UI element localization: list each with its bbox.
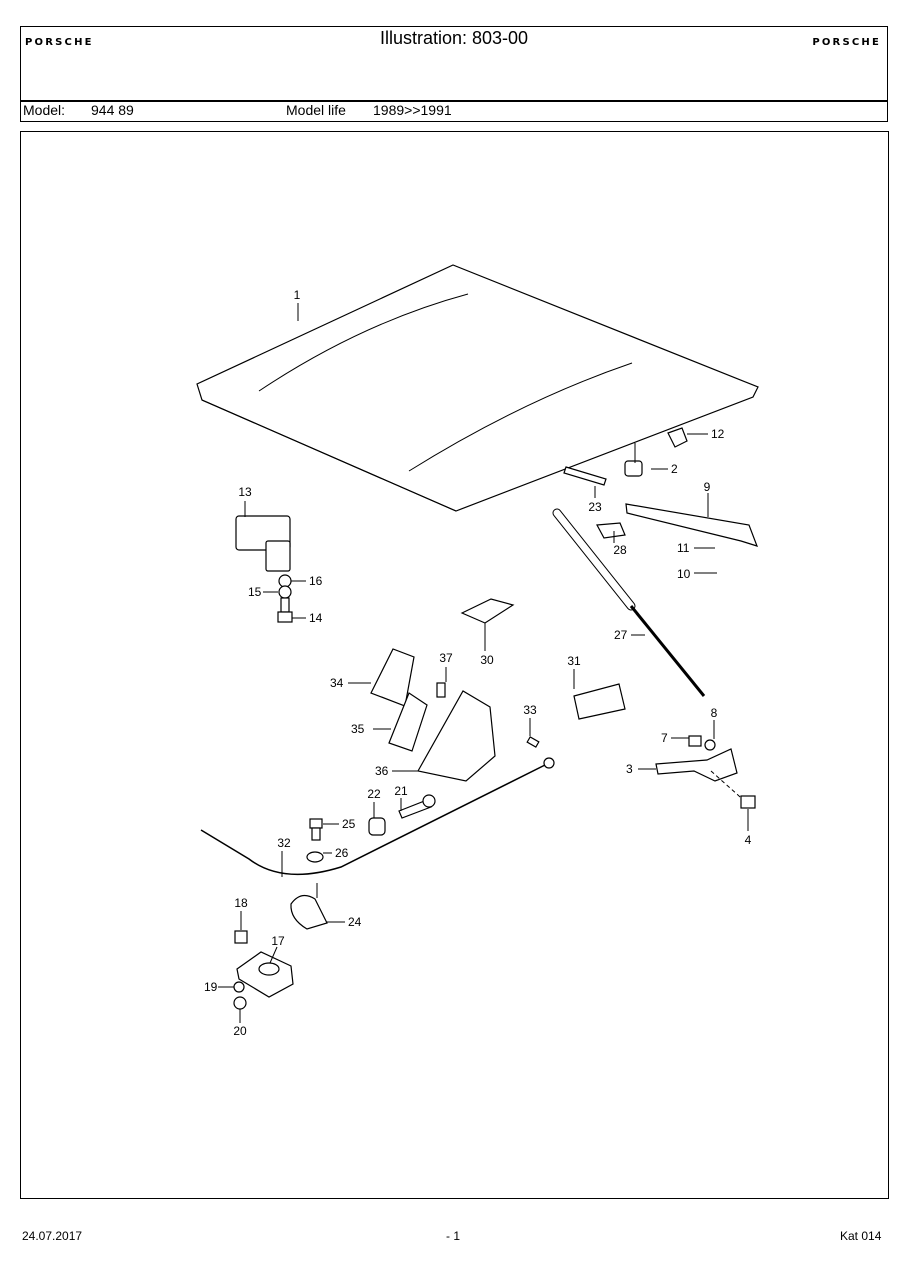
callout-15: 15	[248, 585, 262, 599]
page-title: Illustration: 803-00	[379, 28, 529, 48]
callout-labels: 1 2 3 4 7 8 9 10 11 12 13 14 15 16 17 18…	[204, 288, 752, 1038]
callout-26: 26	[335, 846, 349, 860]
header-divider	[21, 100, 887, 102]
mounting-bracket	[625, 503, 759, 547]
callout-19: 19	[204, 980, 218, 994]
callout-34: 34	[330, 676, 344, 690]
callout-33: 33	[523, 703, 537, 717]
callout-17: 17	[271, 934, 285, 948]
release-bracket	[573, 683, 626, 720]
illustration-panel: 1 2 3 4 7 8 9 10 11 12 13 14 15 16 17 18…	[20, 131, 889, 1199]
callout-35: 35	[351, 722, 365, 736]
cable-eyelet	[543, 757, 555, 769]
hood-panel	[196, 264, 759, 512]
callout-36: 36	[375, 764, 389, 778]
model-label: Model:	[23, 102, 66, 118]
callout-37: 37	[439, 651, 453, 665]
callout-32: 32	[277, 836, 291, 850]
callout-12: 12	[711, 427, 725, 441]
callout-24: 24	[348, 915, 362, 929]
callout-18: 18	[234, 896, 248, 910]
callout-7: 7	[661, 731, 668, 745]
brand-logo-right: PORSCHE	[812, 37, 881, 48]
seal-strip	[563, 466, 607, 486]
callout-3: 3	[626, 762, 633, 776]
footer-date: 24.07.2017	[22, 1229, 83, 1243]
callout-28: 28	[613, 543, 627, 557]
rubber-buffer	[624, 460, 643, 477]
callout-20: 20	[233, 1024, 247, 1038]
model-value: 944 89	[91, 102, 134, 118]
brand-logo-left: PORSCHE	[25, 37, 94, 48]
callout-22: 22	[367, 787, 381, 801]
lock-assembly	[370, 648, 496, 782]
header-box: PORSCHE Illustration: 803-00 PORSCHE Mod…	[20, 26, 888, 122]
hood-latch-assembly	[235, 515, 293, 623]
gas-strut	[552, 508, 706, 697]
callout-8: 8	[711, 706, 718, 720]
strut-bracket	[596, 522, 626, 539]
callout-16: 16	[309, 574, 323, 588]
model-life-value: 1989>>1991	[373, 102, 452, 118]
callout-14: 14	[309, 611, 323, 625]
callout-23: 23	[588, 500, 602, 514]
release-cable	[200, 762, 550, 876]
washer	[704, 739, 716, 751]
pin	[526, 736, 540, 748]
callout-31: 31	[567, 654, 581, 668]
fastener-group	[306, 794, 436, 863]
bolt-4	[740, 795, 756, 809]
callout-13: 13	[238, 485, 252, 499]
hinge-bracket	[655, 748, 738, 782]
latch-plate	[460, 598, 515, 624]
cable-clamp	[290, 894, 328, 930]
callout-2: 2	[671, 462, 678, 476]
callout-9: 9	[704, 480, 711, 494]
callout-11: 11	[677, 541, 690, 555]
callout-10: 10	[677, 567, 691, 581]
model-life-label: Model life	[286, 102, 346, 118]
parts-diagram: 1 2 3 4 7 8 9 10 11 12 13 14 15 16 17 18…	[196, 264, 759, 1038]
callout-30: 30	[480, 653, 494, 667]
callout-1: 1	[294, 288, 301, 302]
callout-27: 27	[614, 628, 628, 642]
footer-page: - 1	[446, 1229, 461, 1243]
callout-25: 25	[342, 817, 356, 831]
footer-catalog: Kat 014	[840, 1229, 882, 1243]
callout-21: 21	[394, 784, 408, 798]
callout-4: 4	[745, 833, 752, 847]
bolt-7	[688, 735, 702, 747]
hood-clip	[667, 427, 688, 448]
leader-lines	[218, 303, 749, 1023]
